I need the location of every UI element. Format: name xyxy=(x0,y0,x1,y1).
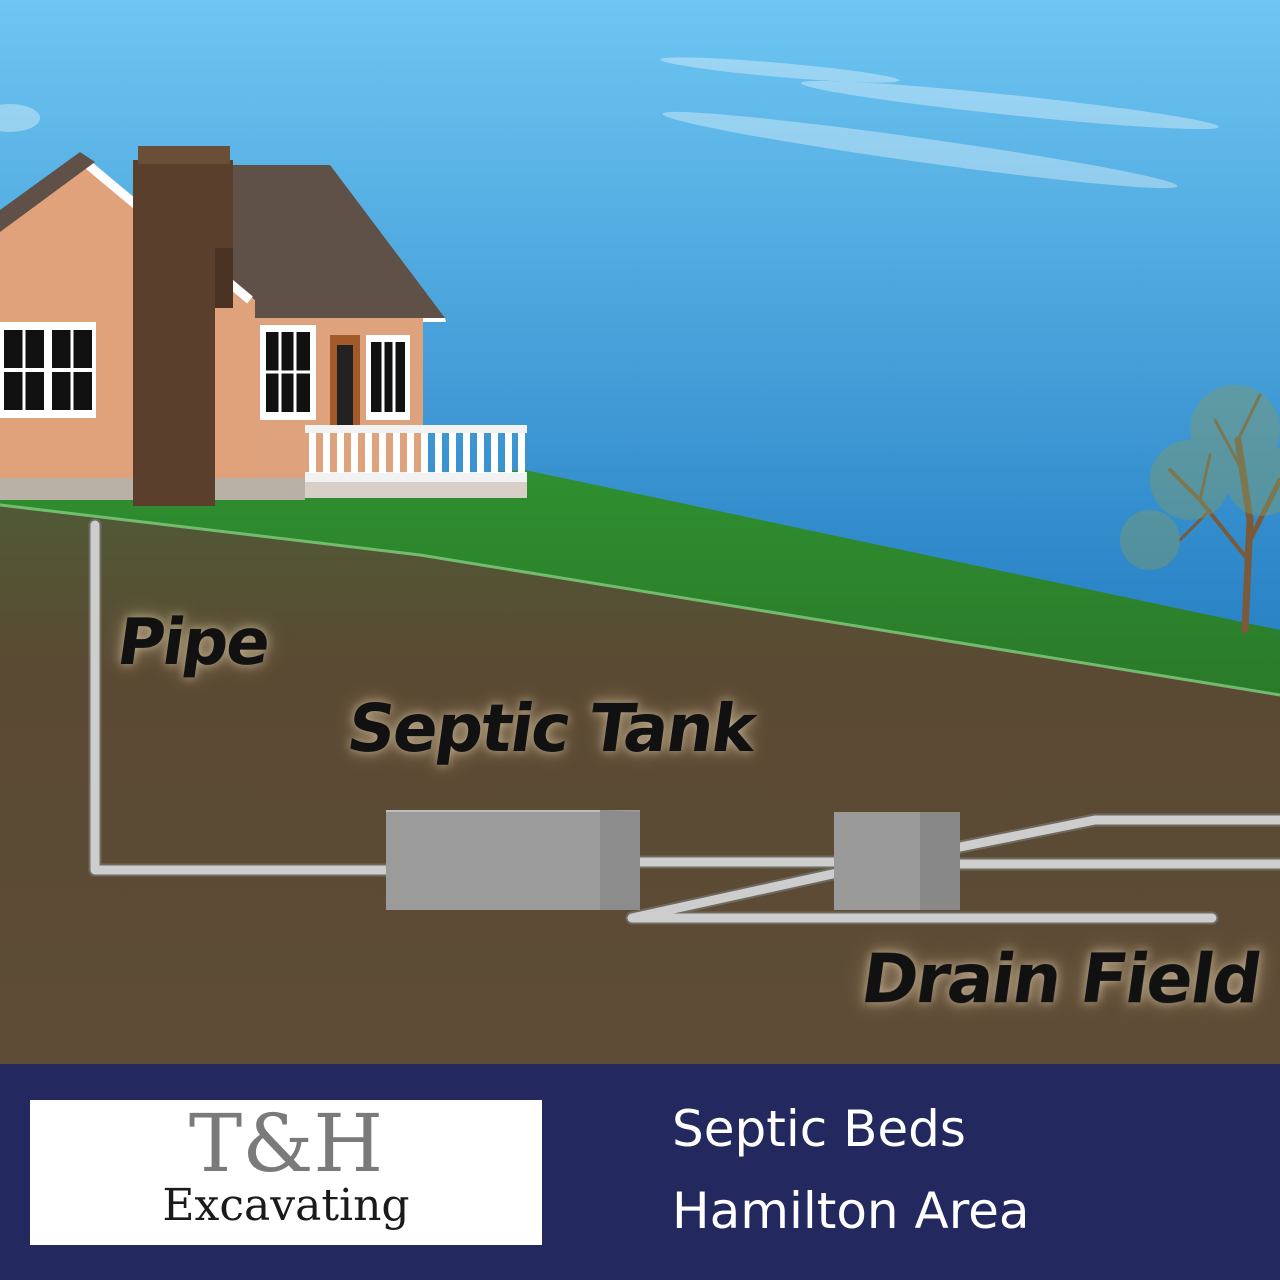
deck-railing xyxy=(305,425,527,498)
company-logo: T&H Excavating xyxy=(30,1100,542,1245)
septic-tank-label: Septic Tank xyxy=(342,690,760,767)
service-area-tagline: Hamilton Area xyxy=(672,1182,1030,1240)
right-window xyxy=(260,325,316,420)
drain-line-2 xyxy=(940,815,1280,855)
drain-line-1 xyxy=(627,859,1217,923)
footer-banner: T&H Excavating Septic Beds Hamilton Area xyxy=(0,1064,1280,1280)
septic-system-illustration xyxy=(0,0,1280,1064)
pipe-label: Pipe xyxy=(112,606,274,680)
grass xyxy=(0,470,1280,695)
tree xyxy=(1168,393,1280,634)
small-window xyxy=(366,335,410,420)
house xyxy=(0,146,527,506)
septic-tank xyxy=(386,810,640,910)
house-pipe xyxy=(90,520,395,875)
grass-edge xyxy=(0,503,1280,697)
pipes xyxy=(88,518,1280,925)
logo-sub-text: Excavating xyxy=(162,1180,410,1231)
service-tagline: Septic Beds xyxy=(672,1100,966,1158)
tree-foliage xyxy=(1120,385,1280,570)
left-windows xyxy=(0,322,96,418)
distribution-box xyxy=(834,812,960,910)
drain-field-label: Drain Field xyxy=(856,940,1265,1019)
clouds xyxy=(0,57,1219,189)
logo-main-text: T&H xyxy=(188,1097,384,1190)
